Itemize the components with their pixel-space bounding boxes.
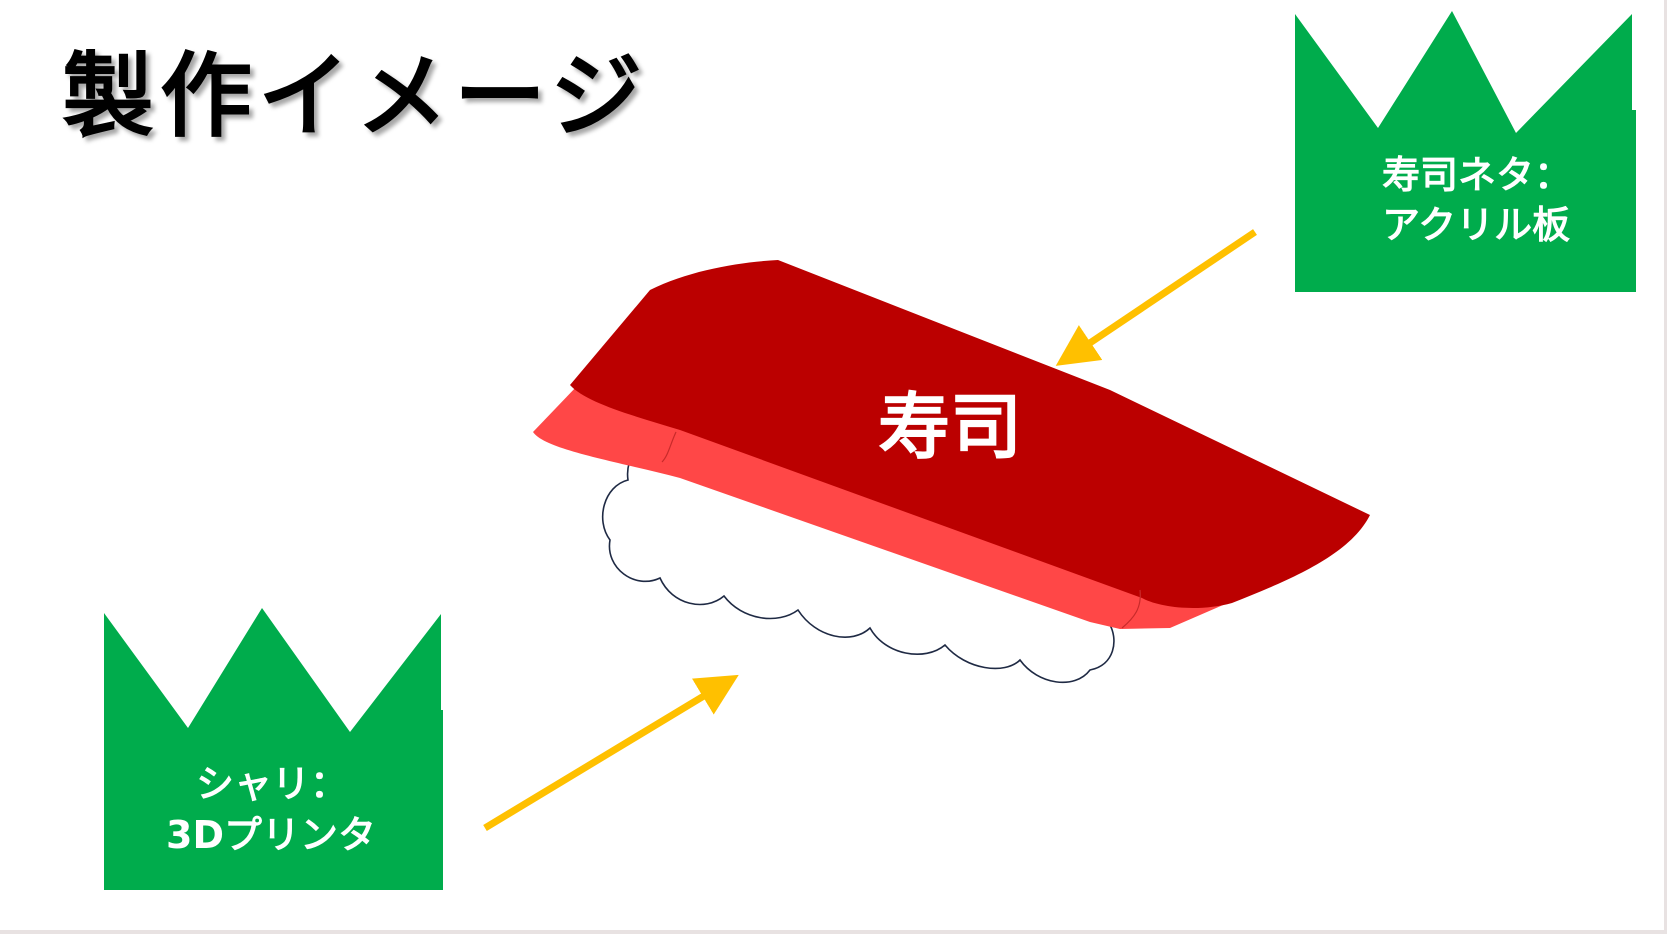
neta-seam-right (1121, 589, 1141, 629)
neta-callout-line2: アクリル板 (1382, 203, 1570, 247)
slide-title: 製作イメージ (62, 43, 649, 150)
neta-crown-shape (1295, 11, 1636, 292)
shari-crown-shape (104, 608, 443, 890)
neta-callout-line1: 寿司ネタ： (1382, 153, 1572, 197)
shari-callout: シャリ： 3Dプリンタ (104, 608, 443, 890)
neta-side-shape (533, 385, 1230, 629)
shari-arrow (483, 674, 739, 831)
shari-callout-line1: シャリ： (196, 762, 348, 806)
shari-callout-line2: 3Dプリンタ (166, 813, 376, 857)
neta-top-shape (570, 260, 1370, 609)
neta-seam-left (661, 431, 677, 463)
neta-callout: 寿司ネタ： アクリル板 (1295, 11, 1636, 292)
sushi-label: 寿司 (878, 385, 1022, 469)
neta-arrow (1055, 229, 1257, 366)
